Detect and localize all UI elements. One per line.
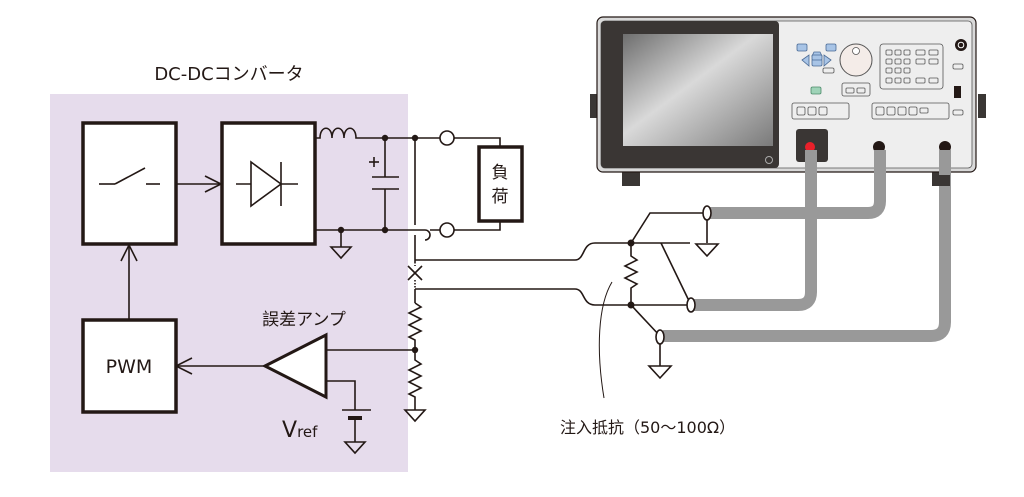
frequency-response-analyzer <box>590 16 986 186</box>
cable-injection <box>663 150 951 342</box>
load-block: 負 荷 <box>477 145 524 223</box>
ground-icon <box>403 409 427 423</box>
ground-icon <box>647 365 673 380</box>
load-label-2: 荷 <box>492 187 509 207</box>
pwm-label: PWM <box>106 356 153 378</box>
divider-resistor-lower <box>407 350 423 410</box>
converter-title: DC-DCコンバータ <box>154 64 303 85</box>
cable-ch2 <box>694 150 817 311</box>
loop-break-point <box>407 262 423 289</box>
instrument-screen <box>623 34 773 146</box>
opamp-triangle-icon <box>261 332 328 400</box>
ground-icon <box>694 243 720 258</box>
battery-icon <box>342 409 371 442</box>
rectifier-block <box>220 121 317 246</box>
load-label-1: 負 <box>492 163 509 183</box>
annotation-leader-line <box>598 281 613 399</box>
rotary-knob <box>839 43 873 77</box>
switch-block <box>81 121 178 246</box>
pwm-to-switch-arrow <box>120 243 138 320</box>
ground-icon <box>343 441 367 455</box>
polarized-capacitor-icon <box>369 138 399 230</box>
output-terminal-negative <box>439 222 455 238</box>
switch-icon <box>99 167 160 185</box>
diode-icon <box>236 160 298 208</box>
power-button <box>955 39 967 51</box>
probe-cables <box>663 150 951 342</box>
injection-resistor-label: 注入抵抗（50〜100Ω） <box>560 418 735 437</box>
pwm-block <box>81 318 178 414</box>
output-terminal-positive <box>439 130 455 146</box>
error-amp-label: 誤差アンプ <box>262 310 346 330</box>
red-connector <box>805 142 815 152</box>
vref-label: Vref <box>282 418 318 443</box>
inductor-icon <box>315 127 455 139</box>
divider-resistor-upper <box>407 302 423 350</box>
cable-ch1 <box>710 150 886 219</box>
injection-resistor <box>623 243 639 305</box>
